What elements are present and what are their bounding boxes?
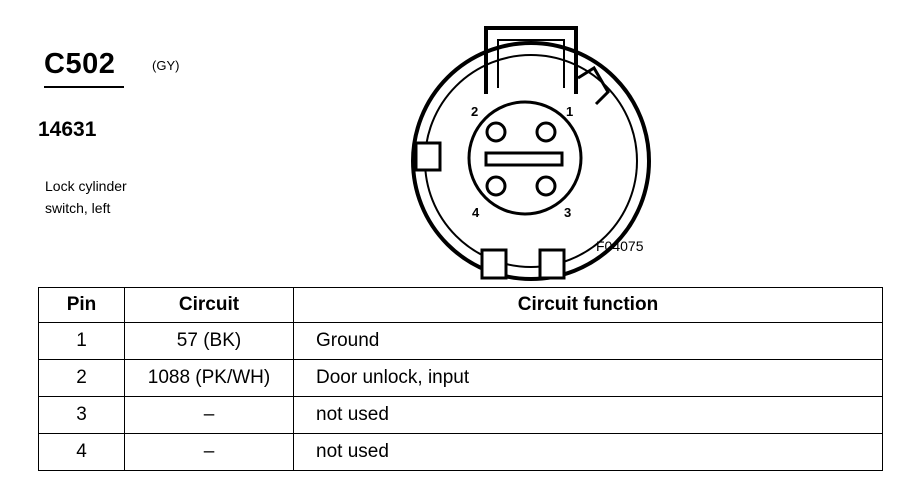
table-row: 1 57 (BK) Ground <box>38 322 883 360</box>
cell-pin: 2 <box>38 359 125 397</box>
table-row: 2 1088 (PK/WH) Door unlock, input <box>38 359 883 397</box>
cell-function: not used <box>293 396 883 434</box>
pin-cavity-4 <box>485 175 507 197</box>
connector-foot-left <box>480 248 508 280</box>
connector-top-tab-inner <box>497 39 565 88</box>
pin-label-1: 1 <box>566 104 573 119</box>
pin-cavity-1 <box>535 121 557 143</box>
connector-outer-body <box>411 41 651 281</box>
header-pin: Pin <box>38 287 125 323</box>
cell-function: Ground <box>293 322 883 360</box>
cell-pin: 1 <box>38 322 125 360</box>
header-circuit-function: Circuit function <box>293 287 883 323</box>
connector-left-key <box>414 141 442 172</box>
header-circuit: Circuit <box>124 287 294 323</box>
cell-circuit: – <box>124 396 294 434</box>
cell-circuit: 57 (BK) <box>124 322 294 360</box>
pin-table: Pin Circuit Circuit function 1 57 (BK) G… <box>38 287 883 471</box>
cell-circuit: 1088 (PK/WH) <box>124 359 294 397</box>
connector-description-line1: Lock cylinder <box>45 178 127 194</box>
pin-label-4: 4 <box>472 205 480 220</box>
connector-face-diagram: 1 2 3 4 F04075 <box>411 26 651 281</box>
connector-center-bar <box>484 151 564 167</box>
cell-circuit: – <box>124 433 294 471</box>
table-row: 3 – not used <box>38 396 883 434</box>
connector-color-code: (GY) <box>152 58 180 73</box>
connector-description-line2: switch, left <box>45 200 111 216</box>
part-number: 14631 <box>38 118 97 141</box>
pin-label-2: 2 <box>471 104 478 119</box>
table-row: 4 – not used <box>38 433 883 471</box>
connector-id: C502 <box>44 48 116 80</box>
cell-pin: 3 <box>38 396 125 434</box>
pin-cavity-2 <box>485 121 507 143</box>
cell-pin: 4 <box>38 433 125 471</box>
connector-top-tab <box>484 26 578 94</box>
connector-foot-right <box>538 248 566 280</box>
cell-function: Door unlock, input <box>293 359 883 397</box>
figure-code: F04075 <box>596 238 644 254</box>
connector-id-underline <box>44 86 124 88</box>
pin-cavity-3 <box>535 175 557 197</box>
connector-latch <box>577 65 610 106</box>
cell-function: not used <box>293 433 883 471</box>
pin-label-3: 3 <box>564 205 571 220</box>
table-header-row: Pin Circuit Circuit function <box>38 287 883 323</box>
